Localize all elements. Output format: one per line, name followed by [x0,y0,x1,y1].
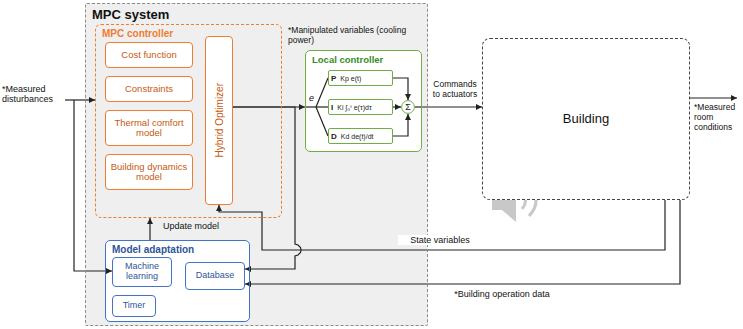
room-condition-wire [690,97,737,98]
panel-fill [305,50,422,152]
pid-term-box: D Kd de(t)/dt [328,128,393,144]
box-label: Kd de(t)/dt [341,133,374,140]
panel-fills [85,3,428,326]
box-label: I [331,103,333,112]
group-heading: Local controller [312,54,383,65]
error-wire [316,78,328,107]
box-label: Machine learning [116,262,168,282]
model-box: Building dynamics model [105,154,193,190]
box-label: Constraints [125,84,173,94]
box-label: Hybrid Optimizer [214,83,225,157]
box-label: P [331,74,336,83]
error-wire [316,107,328,136]
local-controller-group: Local controllerP Kp e(t) I Ki ∫₀ᵗ e(τ)dτDK… [305,50,422,152]
controller-group: MPC controllerCost functionConstraintsTh… [95,24,282,218]
process-box: Database [185,262,245,290]
box-label: Σ [405,102,411,112]
box-label: Thermal comfort model [109,118,189,139]
box-label: Database [196,271,235,281]
signal-connector [149,218,150,240]
building-zone: Building [482,38,690,200]
adaptation-group: Model adaptationMachine learning Database… [105,240,250,322]
error-wire [316,106,328,107]
optimizer-box: Hybrid Optimizer [205,36,233,205]
process-box: Machine learning [112,257,172,287]
box-label: Cost function [121,50,176,60]
signal-name: e [309,93,317,103]
model-box: Thermal comfort model [105,110,193,146]
box-label: Ki ∫₀ᵗ e(τ)dτ [337,104,371,111]
signal-connector [393,106,401,107]
box-label: D [331,132,337,141]
error-wire [305,106,316,107]
signal-label: *Manipulated variables (cooling power) [288,26,420,46]
signal-connector [393,78,408,100]
signal-connector [422,106,482,107]
sum-output-wire [415,106,422,107]
pid-term-box: P Kp e(t) [328,70,393,86]
model-box: Cost function [105,42,193,68]
box-label: Building dynamics model [109,162,189,183]
process-box: Timer [112,295,156,317]
panel-fill [85,3,428,326]
box-label: Building [563,112,609,126]
system-boundary: MPC systemMPC controllerCost functionCon… [85,3,428,326]
box-label: Kp e(t) [340,75,361,82]
signal-connector [219,200,665,250]
connector-label: Commands to actuators [429,80,481,100]
signal-connector [245,200,680,284]
connector-label: State variables [398,235,482,245]
output-label: *Measured room conditions [694,103,741,132]
input-label: *Measured disturbances [2,84,62,105]
pid-term-box: I Ki ∫₀ᵗ e(τ)dτ [328,99,393,115]
signal-connector [393,114,408,136]
summing-junction: Σ [401,100,415,114]
panel-fill [105,240,250,322]
connector-label: Update model [155,221,227,231]
box-label: Timer [123,301,146,311]
connector-label: *Building operation data [440,289,564,299]
group-heading: Model adaptation [112,244,194,255]
group-heading: MPC controller [102,28,173,39]
model-box: Constraints [105,76,193,102]
signal-connector [233,107,301,269]
disturbance-wire [65,99,95,100]
group-heading: MPC system [92,7,169,22]
